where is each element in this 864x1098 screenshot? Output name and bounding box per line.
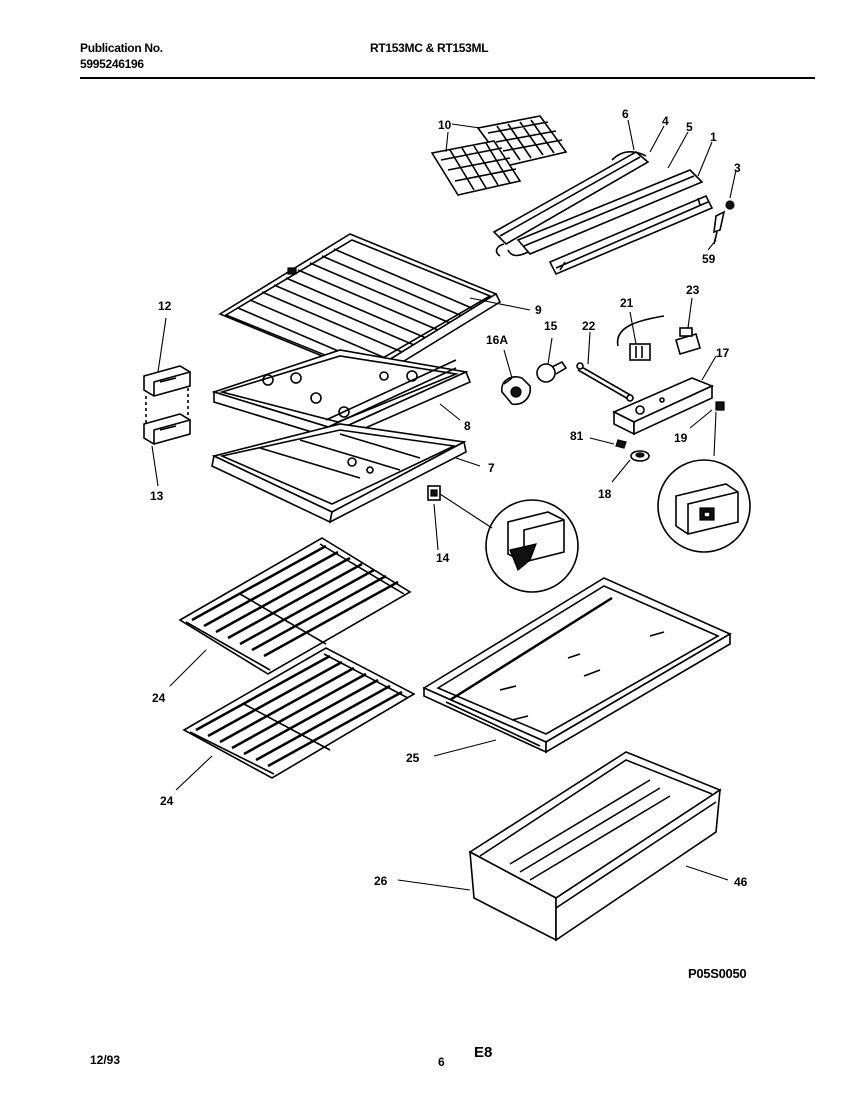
callout-14: 14	[436, 551, 450, 565]
connector-part	[427, 485, 441, 501]
evaporator-cover-part	[211, 349, 472, 442]
callout-15: 15	[544, 319, 558, 333]
switch-part	[675, 327, 701, 355]
callout-59: 59	[702, 252, 716, 266]
footer-page: 6	[438, 1055, 445, 1069]
callout-25: 25	[406, 751, 420, 765]
callout-1: 1	[710, 130, 717, 144]
callout-81: 81	[570, 429, 584, 443]
callout-labels: 10 6 4 5 1 3 59 12 9 16A 15 22 21 23 17 …	[150, 107, 748, 889]
publication-number: 5995246196	[80, 57, 144, 71]
callout-3: 3	[734, 161, 741, 175]
light-switch-part	[715, 401, 725, 411]
switch-detail-circle	[657, 411, 751, 553]
publication-label: Publication No.	[80, 41, 163, 55]
header-rule	[80, 77, 815, 79]
figure-code: P05S0050	[688, 966, 747, 981]
callout-12: 12	[158, 299, 172, 313]
crisper-pan-part	[468, 751, 722, 942]
wire-shelf-upper-part	[178, 537, 412, 675]
callout-8: 8	[464, 419, 471, 433]
callout-22: 22	[582, 319, 596, 333]
shelf-bracket-part	[143, 365, 191, 445]
callout-19: 19	[674, 431, 688, 445]
footer-date: 12/93	[90, 1053, 121, 1067]
shelf-rail-part	[492, 151, 735, 276]
capillary-tube-part	[576, 362, 634, 402]
crisper-cover-part	[422, 577, 732, 754]
callout-24-lower: 24	[160, 794, 174, 808]
callout-26: 26	[374, 874, 388, 888]
model-numbers: RT153MC & RT153ML	[370, 41, 489, 55]
knob-part	[630, 450, 650, 462]
drip-tray-part	[211, 423, 467, 524]
callout-6: 6	[622, 107, 629, 121]
callout-10: 10	[438, 118, 452, 132]
callout-5: 5	[686, 120, 693, 134]
control-housing-part	[612, 377, 715, 436]
light-bulb-part	[536, 360, 568, 383]
light-socket-part	[501, 376, 532, 406]
ice-tray-part	[430, 115, 568, 196]
footer-section: E8	[474, 1044, 493, 1061]
callout-46: 46	[734, 875, 748, 889]
callout-16A: 16A	[486, 333, 508, 347]
callout-9: 9	[535, 303, 542, 317]
socket-detail-circle	[439, 493, 579, 593]
screw-part	[615, 439, 627, 449]
callout-13: 13	[150, 489, 164, 503]
callout-17: 17	[716, 346, 730, 360]
callout-21: 21	[620, 296, 634, 310]
leader-lines	[151, 119, 737, 891]
wire-shelf-lower-part	[182, 647, 416, 779]
callout-23: 23	[686, 283, 700, 297]
callout-18: 18	[598, 487, 612, 501]
callout-4: 4	[662, 114, 669, 128]
callout-7: 7	[488, 461, 495, 475]
callout-24-upper: 24	[152, 691, 166, 705]
thermostat-part	[616, 315, 665, 361]
